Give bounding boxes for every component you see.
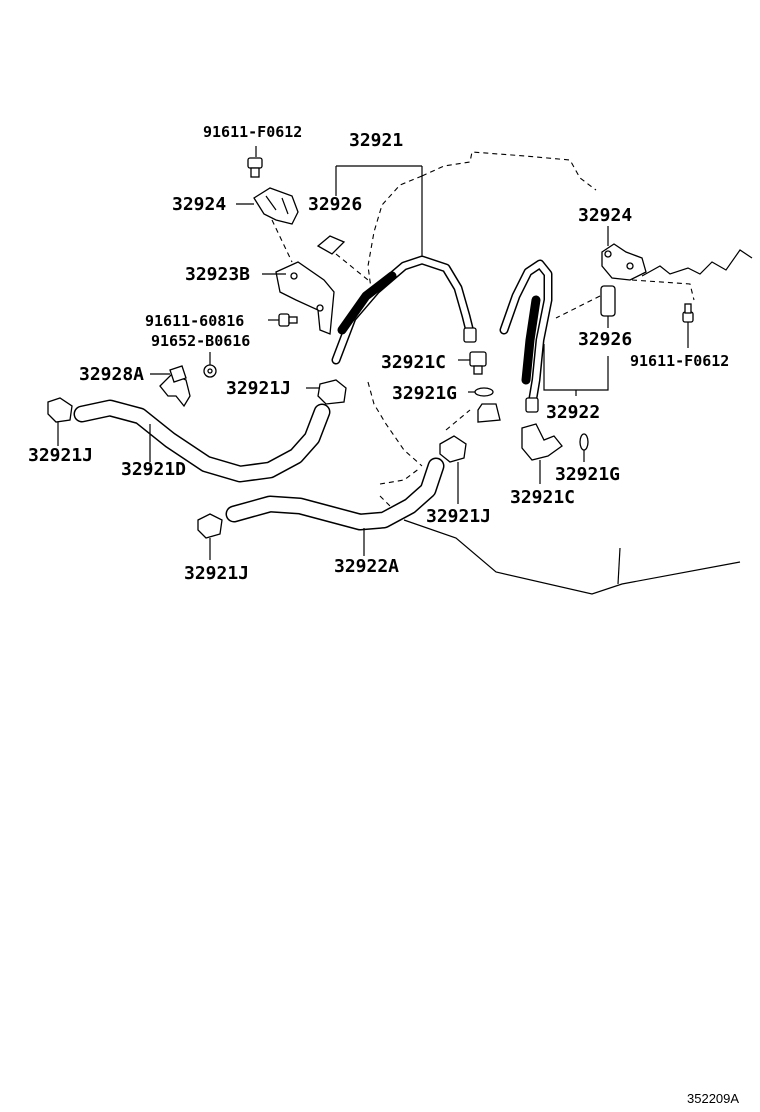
tube-main <box>331 255 477 365</box>
label-bolt-right: 91611-F0612 <box>630 352 729 370</box>
label-hose-clamp-upper: 32921J <box>226 378 291 399</box>
clamp-left: 32926 <box>308 194 369 281</box>
clip-left: 32928A <box>79 364 191 408</box>
label-tube-assy-main: 32921 <box>349 130 403 151</box>
bolt-right: 91611-F0612 <box>630 303 729 370</box>
bolt-mid: 91611-60816 <box>145 312 298 330</box>
label-union-upper: 32921C <box>381 352 446 373</box>
label-bracket-mid: 32923B <box>185 264 250 285</box>
label-hose-lower: 32922A <box>334 556 399 577</box>
tube-assy-main-callout: 32921 <box>335 130 423 258</box>
label-bracket-top-left: 32924 <box>172 194 226 215</box>
label-bracket-right: 32924 <box>578 205 632 226</box>
label-hose-clamp-lower-right: 32921J <box>426 506 491 527</box>
label-gasket-lower: 32921G <box>555 464 620 485</box>
bracket-top-left: 32924 <box>172 187 299 263</box>
label-hose-upper: 32921D <box>121 459 186 480</box>
housing-outline <box>367 151 753 595</box>
label-clamp-right: 32926 <box>578 329 632 350</box>
label-clip-left: 32928A <box>79 364 144 385</box>
hose-clamp-far-left: 32921J <box>28 397 93 466</box>
hose-lower: 32922A <box>225 457 445 577</box>
gasket-upper: 32921G <box>392 383 501 423</box>
union-upper: 32921C <box>381 351 487 375</box>
hose-clamp-lower-right: 32921J <box>426 409 491 527</box>
clamp-right: 32926 <box>578 285 632 350</box>
bracket-right: 32924 <box>555 205 695 319</box>
bracket-mid: 32923B <box>185 261 335 335</box>
nut-mid: 91652-B0616 <box>151 332 250 378</box>
tube-right: 32922 <box>499 259 609 423</box>
label-hose-clamp-far-left: 32921J <box>28 445 93 466</box>
hose-clamp-lower-left: 32921J <box>184 513 249 584</box>
hose-upper: 32921D <box>73 399 331 483</box>
reference-code: 352209A <box>687 1091 739 1106</box>
hose-clamp-upper: 32921J <box>226 378 347 405</box>
gasket-lower: 32921G <box>555 433 620 485</box>
label-bolt-top-left: 91611-F0612 <box>203 123 302 141</box>
bolt-top-left: 91611-F0612 <box>203 123 302 178</box>
label-tube-right: 32922 <box>546 402 600 423</box>
label-gasket-upper: 32921G <box>392 383 457 404</box>
label-nut-mid: 91652-B0616 <box>151 332 250 350</box>
union-lower: 32921C <box>510 423 575 508</box>
label-clamp-left: 32926 <box>308 194 362 215</box>
label-hose-clamp-lower-left: 32921J <box>184 563 249 584</box>
label-union-lower: 32921C <box>510 487 575 508</box>
label-bolt-mid: 91611-60816 <box>145 312 244 330</box>
